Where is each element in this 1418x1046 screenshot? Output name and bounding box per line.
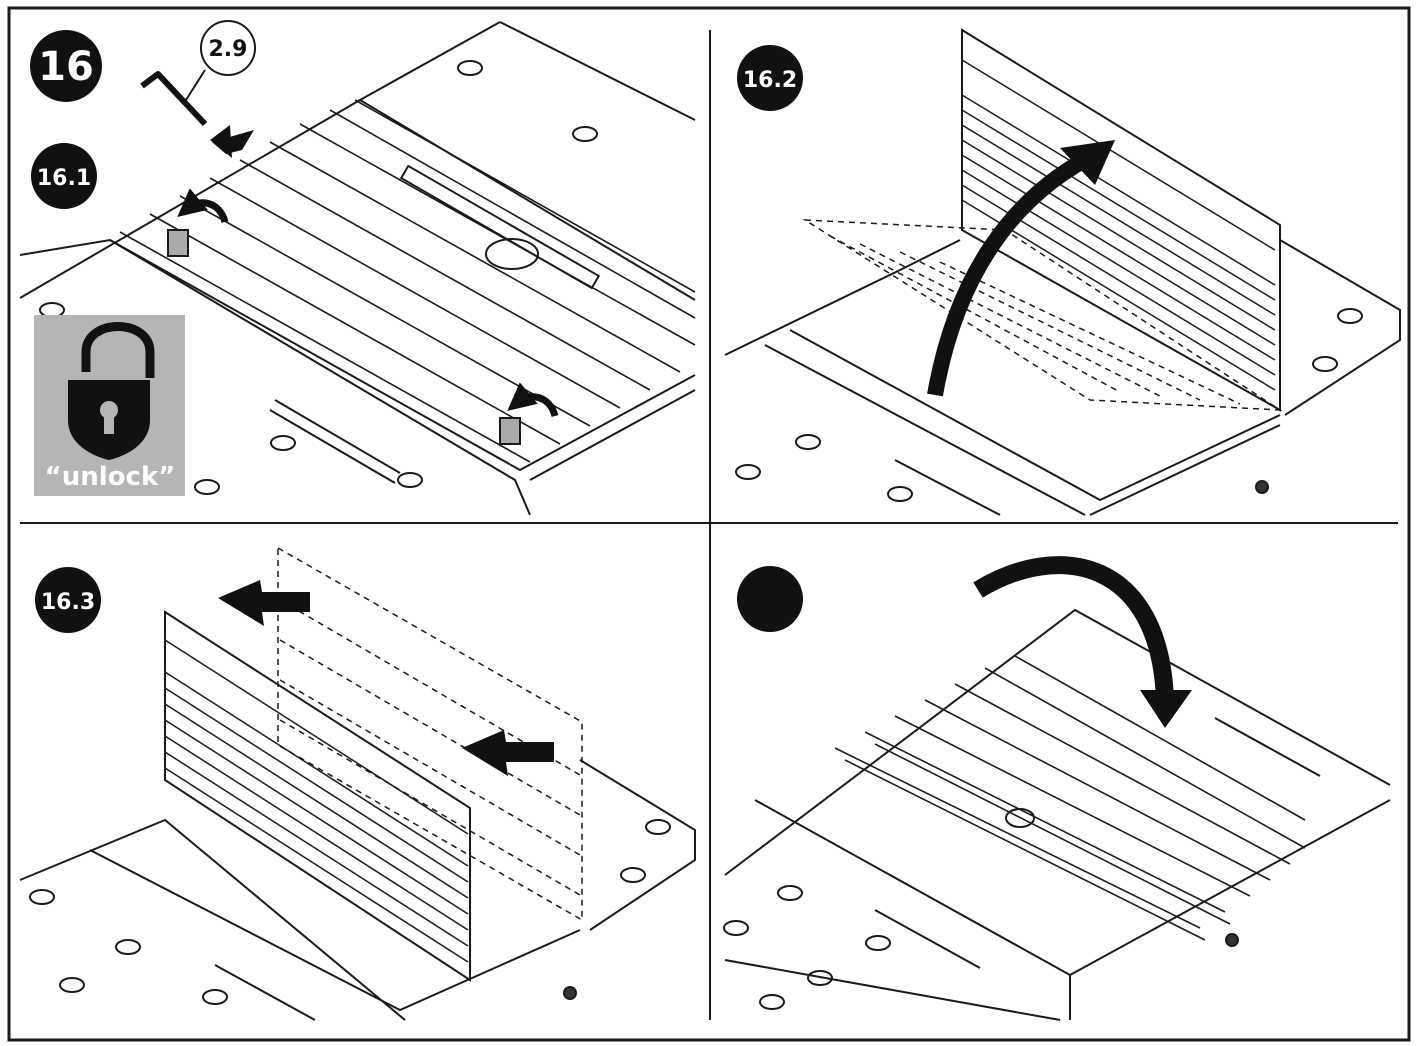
tool-callout-circle <box>200 20 256 76</box>
slide-arrow-icon <box>218 580 310 626</box>
step-number-main: 16 <box>38 44 94 90</box>
step-badge-main <box>30 30 102 102</box>
unlock-indicator: “unlock” <box>34 315 185 496</box>
panel-step-16-1 <box>19 21 696 516</box>
step-badge-16-3 <box>35 567 101 633</box>
step-number-16-1: 16.1 <box>37 166 91 191</box>
panel-step-16-3 <box>19 546 696 1021</box>
unlock-label: “unlock” <box>45 462 176 492</box>
step-badge-16-2 <box>737 45 803 111</box>
open-padlock-icon <box>81 322 155 378</box>
step-number-16-2: 16.2 <box>743 68 797 93</box>
panel-step-16-2 <box>724 28 1401 516</box>
rotate-arrow-icon <box>507 382 559 418</box>
lift-arrow-icon <box>927 144 1104 397</box>
rotate-arrow-icon <box>177 188 229 224</box>
step-number-16-3: 16.3 <box>41 590 95 615</box>
step-badge-16-1 <box>31 143 97 209</box>
panel-final-step <box>723 608 1391 1021</box>
lower-arrow-icon <box>973 556 1174 701</box>
slide-arrow-icon <box>462 730 554 776</box>
tool-callout: 2.9 <box>209 37 248 62</box>
step-badge-final <box>737 566 803 632</box>
allen-key-icon <box>140 71 254 158</box>
outer-frame <box>7 6 1411 1042</box>
